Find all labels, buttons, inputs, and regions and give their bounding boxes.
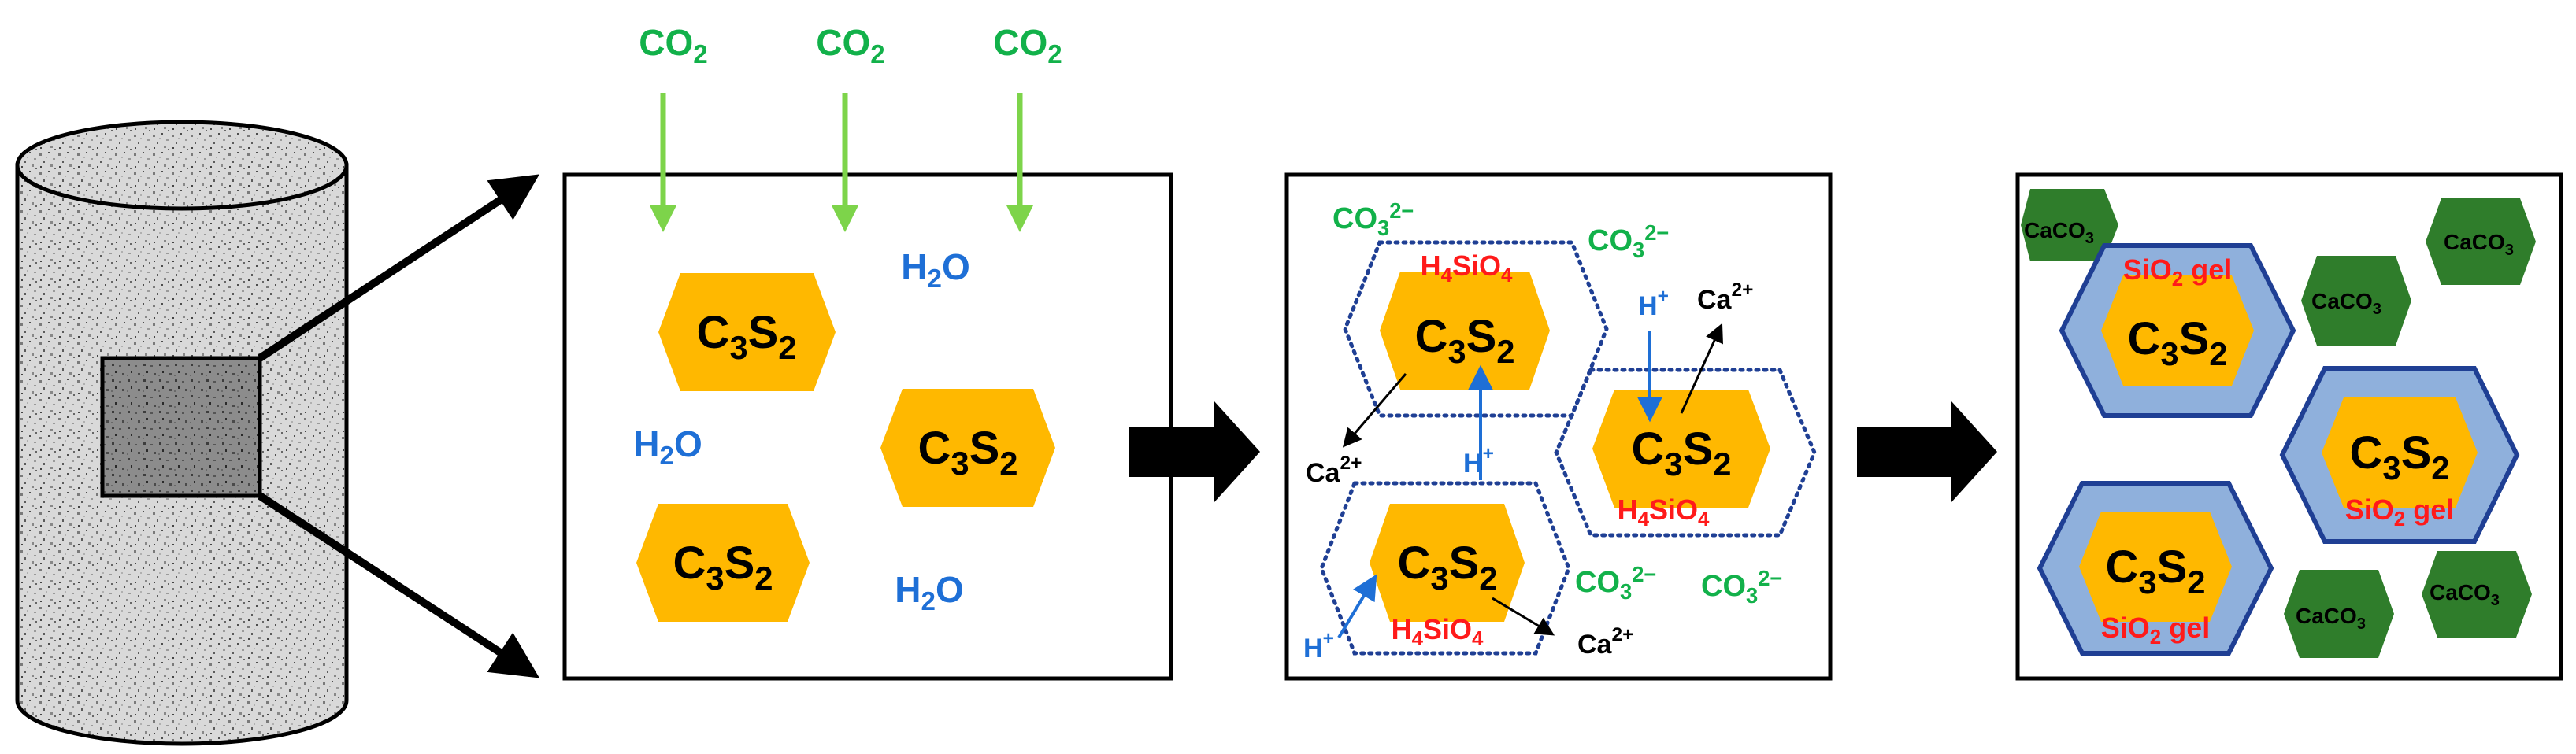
c3s2-label: C3S2 bbox=[2127, 313, 2227, 372]
ion-exchange-arrows bbox=[1337, 323, 1723, 639]
h2o-label: H2O bbox=[895, 569, 963, 616]
caco3-label: CaCO3 bbox=[2444, 230, 2514, 259]
c3s2-hexagon bbox=[658, 273, 836, 391]
co2-label: CO2 bbox=[816, 22, 884, 69]
co2-arrows: CO2 CO2 CO2 bbox=[639, 22, 1062, 232]
co3-label: CO32− bbox=[1575, 562, 1656, 604]
c3s2-label: C3S2 bbox=[673, 538, 773, 597]
h4sio4-label: H4SiO4 bbox=[1392, 613, 1484, 650]
h-ion-label: H+ bbox=[1463, 443, 1494, 479]
c3s2-crystals-panel1: C3S2 C3S2 C3S2 bbox=[636, 273, 1055, 622]
gel-coated-crystal-right: C3S2 SiO2 gel bbox=[2279, 366, 2520, 544]
co3-label: CO32− bbox=[1332, 198, 1414, 240]
c3s2-label: C3S2 bbox=[696, 307, 796, 366]
caco3-hexagon bbox=[2301, 256, 2411, 346]
c3s2-label: C3S2 bbox=[1631, 423, 1731, 482]
h-ion-label: H+ bbox=[1638, 286, 1669, 321]
caco3-hexagon bbox=[2426, 198, 2536, 285]
panel-initial bbox=[562, 172, 1173, 681]
concrete-cylinder-icon bbox=[15, 120, 349, 746]
c3s2-hexagon bbox=[1380, 272, 1550, 390]
reacting-crystal-top: H4SiO4 C3S2 bbox=[1343, 240, 1609, 418]
dotted-boundary bbox=[1319, 481, 1571, 656]
c3s2-hexagon bbox=[2101, 275, 2254, 386]
c3s2-hexagon bbox=[2322, 397, 2478, 508]
co2-label: CO2 bbox=[639, 22, 707, 69]
h2o-labels: H2O H2O H2O bbox=[633, 246, 969, 616]
ca-ion-label: Ca2+ bbox=[1697, 279, 1753, 315]
h2o-label: H2O bbox=[901, 246, 969, 294]
sio2-gel-label: SiO2 gel bbox=[2345, 493, 2454, 530]
zoom-lines bbox=[258, 174, 540, 678]
caco3-hexagon bbox=[2284, 570, 2394, 658]
process-arrow-icon bbox=[1129, 401, 1260, 502]
co3-label: CO32− bbox=[1588, 220, 1669, 262]
c3s2-hexagon bbox=[1592, 390, 1770, 508]
dotted-boundary bbox=[1554, 368, 1817, 538]
h4sio4-label: H4SiO4 bbox=[1618, 493, 1710, 530]
h2o-label: H2O bbox=[633, 423, 702, 471]
c3s2-hexagon bbox=[636, 504, 810, 622]
c3s2-hexagon bbox=[1370, 504, 1525, 622]
reacting-crystal-bottom: C3S2 H4SiO4 bbox=[1319, 481, 1571, 656]
process-arrow-icon bbox=[1857, 401, 1997, 502]
sio2-gel-label: SiO2 gel bbox=[2101, 612, 2210, 649]
zoom-region bbox=[100, 356, 262, 498]
sio2-gel-label: SiO2 gel bbox=[2123, 253, 2232, 290]
h4sio4-label: H4SiO4 bbox=[1421, 249, 1513, 286]
c3s2-hexagon bbox=[880, 389, 1055, 507]
co2-label: CO2 bbox=[993, 22, 1062, 69]
c3s2-label: C3S2 bbox=[917, 423, 1017, 482]
co3-label: CO32− bbox=[1701, 566, 1782, 608]
caco3-crystals: CaCO3 CaCO3 CaCO3 CaCO3 CaCO3 bbox=[2021, 189, 2536, 658]
caco3-hexagon bbox=[2021, 189, 2118, 261]
caco3-label: CaCO3 bbox=[2024, 218, 2094, 247]
ca-ion-label: Ca2+ bbox=[1306, 453, 1362, 488]
ion-labels: Ca2+ H+ Ca2+ H+ Ca2+ H+ bbox=[1303, 279, 1753, 663]
caco3-label: CaCO3 bbox=[2430, 580, 2500, 609]
gel-coated-crystal-top: SiO2 gel C3S2 bbox=[2059, 243, 2296, 418]
ca-ion-label: Ca2+ bbox=[1577, 624, 1633, 660]
c3s2-label: C3S2 bbox=[1397, 538, 1497, 597]
caco3-label: CaCO3 bbox=[2296, 604, 2366, 633]
c3s2-hexagon bbox=[2079, 512, 2232, 622]
c3s2-label: C3S2 bbox=[1414, 311, 1514, 370]
c3s2-label: C3S2 bbox=[2105, 541, 2205, 601]
caco3-hexagon bbox=[2422, 551, 2532, 638]
co3-labels: CO32− CO32− CO32− CO32− bbox=[1332, 198, 1782, 608]
h-ion-label: H+ bbox=[1303, 628, 1334, 663]
gel-coated-crystal-bottom: C3S2 SiO2 gel bbox=[2037, 481, 2274, 656]
reacting-crystal-right: C3S2 H4SiO4 bbox=[1554, 368, 1817, 538]
c3s2-label: C3S2 bbox=[2349, 427, 2449, 486]
caco3-label: CaCO3 bbox=[2311, 289, 2381, 318]
